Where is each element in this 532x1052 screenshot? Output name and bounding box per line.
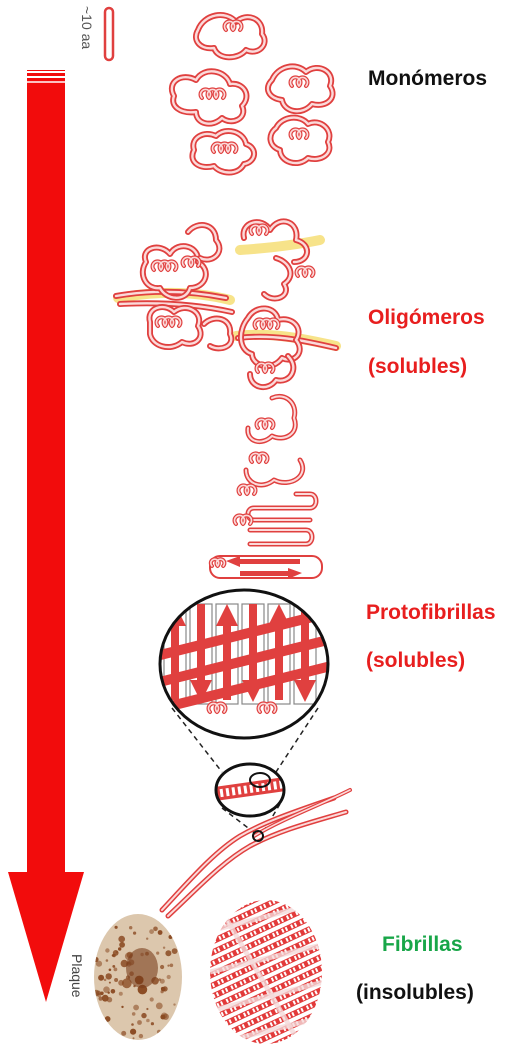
scale-bar <box>105 8 113 60</box>
plaque-label: Plaque <box>70 954 84 998</box>
scale-label: ~10 aa <box>80 6 94 49</box>
stage-note-protofibrils: (solubles) <box>366 650 465 671</box>
protofibril-zoom-illustration <box>141 590 347 738</box>
monomers-illustration <box>172 15 333 172</box>
stage-label-monomers: Monómeros <box>368 68 487 89</box>
stage-label-oligomers: Oligómeros <box>368 307 485 328</box>
stage-note-fibrils: (insolubles) <box>356 982 474 1003</box>
fibril-network-illustration <box>210 900 330 1044</box>
stage-note-oligomers: (solubles) <box>368 356 467 377</box>
oligomers-illustration <box>116 221 336 387</box>
folding-sequence-illustration <box>210 396 322 579</box>
plaque-micrograph <box>93 914 182 1040</box>
aggregation-arrow <box>8 70 84 1002</box>
stage-label-fibrils: Fibrillas <box>382 934 463 955</box>
stage-label-protofibrils: Protofibrillas <box>366 602 496 623</box>
